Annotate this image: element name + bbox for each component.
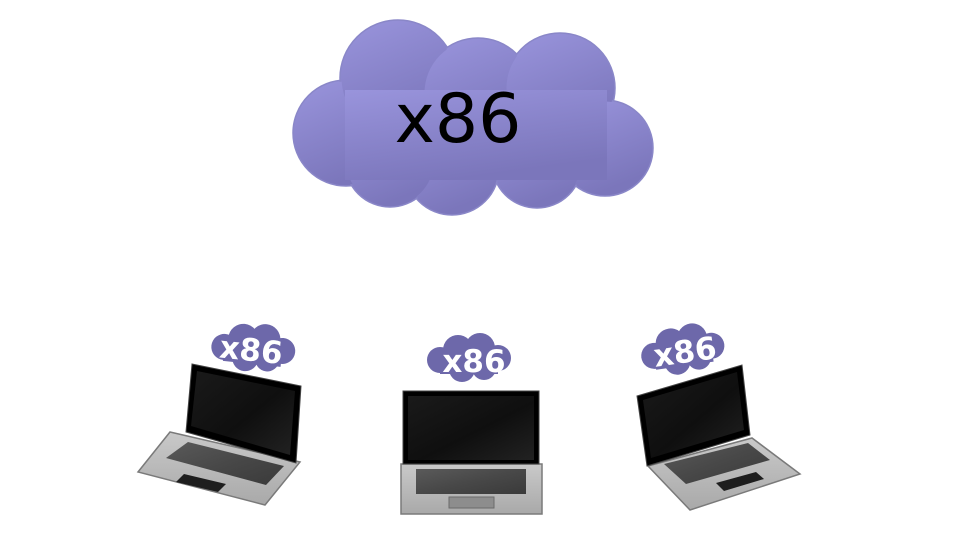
laptop-right: x86 [636,319,802,511]
laptop-left-cloud-label: x86 [218,330,285,372]
laptop-left-touchpad [176,474,226,492]
laptop-right-screen [643,372,744,458]
laptop-center-keyboard [416,469,526,494]
laptop-left-screen [191,371,295,455]
main-cloud-label: x86 [395,80,522,159]
laptop-center: x86 [400,333,543,515]
laptop-center-cloud-label: x86 [442,344,505,380]
laptop-left: x86 [136,318,302,506]
laptop-left-cloud: x86 [209,318,298,377]
laptop-right-cloud-label: x86 [651,330,719,374]
laptop-center-cloud: x86 [427,333,511,382]
laptop-center-screen [408,396,534,460]
laptop-left-keyboard [166,442,284,485]
laptop-right-touchpad [716,472,764,491]
main-cloud: x86 [292,19,654,216]
laptop-right-keyboard [664,443,770,484]
laptop-center-touchpad [448,496,495,509]
laptop-right-cloud: x86 [637,319,728,380]
